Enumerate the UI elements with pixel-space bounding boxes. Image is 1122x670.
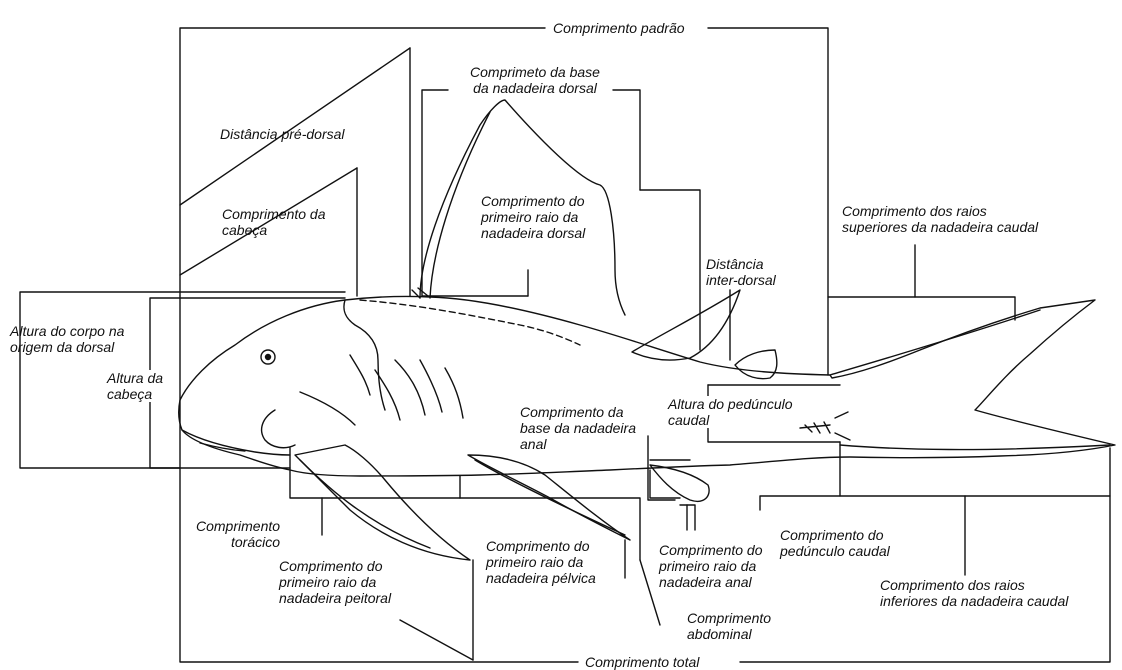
label-comprimento-pedunculo: Comprimento do pedúnculo caudal [777,527,893,559]
label-distancia-inter-dorsal: Distância inter-dorsal [706,256,776,288]
label-primeiro-raio-pelvica: Comprimento do primeiro raio da nadadeir… [483,538,599,586]
mouth [182,430,290,455]
label-comprimento-abdominal: Comprimento abdominal [684,610,774,642]
label-altura-cabeca: Altura da cabeça [104,370,166,402]
label-comprimento-cabeca: Comprimento da cabeça [222,206,326,238]
gill-cover [262,410,295,448]
label-comprimento-padrao: Comprimento padrão [550,20,688,36]
label-raios-inferiores-caudal: Comprimento dos raios inferiores da nada… [877,577,1071,609]
label-primeiro-raio-peitoral: Comprimento do primeiro raio da nadadeir… [276,558,394,606]
label-distancia-pre-dorsal: Distância pré-dorsal [220,126,345,142]
label-raios-superiores-caudal: Comprimento dos raios superiores da nada… [842,203,1038,235]
label-primeiro-raio-dorsal: Comprimento do primeiro raio da nadadeir… [481,193,585,241]
label-primeiro-raio-anal: Comprimento do primeiro raio da nadadeir… [656,542,766,590]
second-dorsal-fin [632,290,740,360]
label-comprimento-toracico: Comprimento torácico [196,518,280,550]
total-length-line [180,296,578,662]
anal-fin [650,465,709,501]
label-altura-corpo-dorsal: Altura do corpo na origem da dorsal [10,323,124,355]
label-comprimento-base-dorsal: Comprimeto da base da nadadeira dorsal [445,64,625,96]
pectoral-fin [295,445,470,560]
label-altura-pedunculo: Altura do pedúnculo caudal [665,396,796,428]
label-base-anal: Comprimento da base da nadadeira anal [517,404,639,452]
